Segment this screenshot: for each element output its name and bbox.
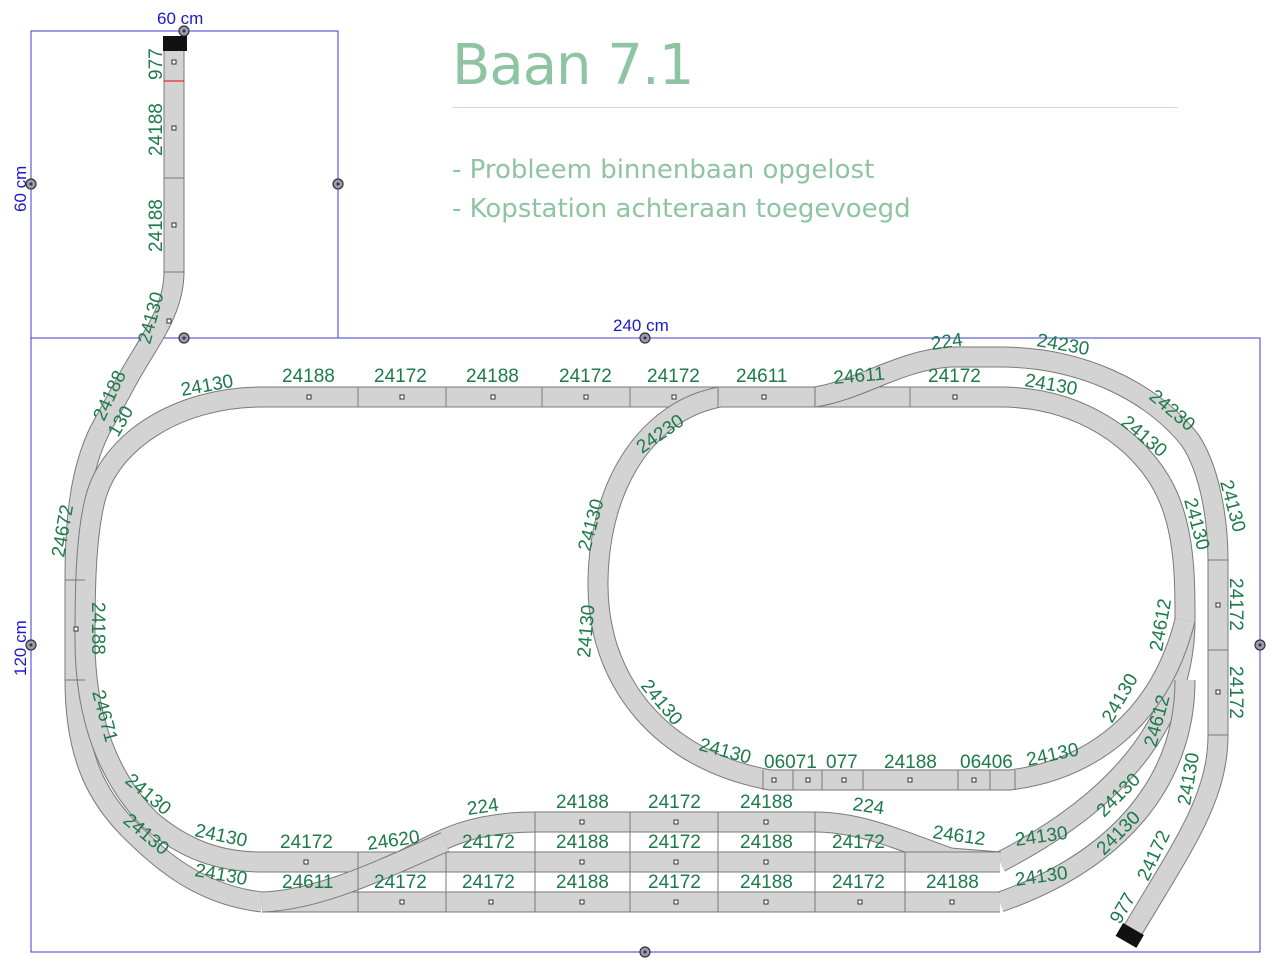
track-label: 24130 — [1014, 823, 1069, 851]
track-label: 24172 — [648, 872, 701, 893]
note-line: - Probleem binnenbaan opgelost — [452, 155, 875, 185]
track-label: 24172 — [648, 792, 701, 813]
track-label: 24172 — [928, 366, 981, 387]
title-divider — [452, 107, 1178, 108]
dimension-handles[interactable] — [25, 25, 1266, 958]
track-joints — [65, 177, 1228, 912]
track-label: 24188 — [87, 602, 108, 655]
dim-small-width: 60 cm — [157, 9, 203, 28]
track-label: 24172 — [280, 832, 333, 853]
track-label: 24188 — [740, 872, 793, 893]
track-label: 24172 — [1225, 666, 1246, 719]
track-label: 24188 — [146, 103, 167, 156]
dim-small-height: 60 cm — [11, 166, 30, 212]
track-label: 24188 — [556, 872, 609, 893]
track-label: 24188 — [556, 792, 609, 813]
track-label: 224 — [930, 330, 965, 355]
track-label: 24188 — [740, 832, 793, 853]
track-label: 224 — [466, 795, 501, 820]
track-label: 06071 — [764, 752, 817, 773]
track-label: 24188 — [556, 832, 609, 853]
buffer-stop-bottom — [1115, 922, 1144, 948]
track-label: 224 — [851, 794, 886, 819]
track-label: 24172 — [1225, 578, 1246, 631]
track-label: 24172 — [374, 366, 427, 387]
title-block: Baan 7.1 - Probleem binnenbaan opgelost … — [452, 30, 1182, 224]
track-label: 24188 — [884, 752, 937, 773]
track-label: 24611 — [736, 366, 787, 387]
track-label: 24130 — [574, 604, 600, 658]
track-label: 24172 — [462, 872, 515, 893]
track-label: 06406 — [960, 752, 1013, 773]
track-label: 24172 — [462, 832, 515, 853]
track-label: 977 — [146, 48, 167, 80]
track-label: 077 — [826, 752, 858, 773]
dim-main-height: 120 cm — [11, 620, 30, 676]
track-label: 24188 — [146, 199, 167, 252]
track-label: 24611 — [833, 364, 886, 389]
track-label: 24172 — [374, 872, 427, 893]
tracks — [64, 45, 1229, 941]
track-label: 24172 — [559, 366, 612, 387]
note-line: - Kopstation achteraan toegevoegd — [452, 194, 911, 224]
track-center-dots — [73, 59, 1221, 905]
track-label: 24188 — [466, 366, 519, 387]
track-label: 24172 — [647, 366, 700, 387]
track-label: 24188 — [740, 792, 793, 813]
page-title: Baan 7.1 — [452, 33, 694, 98]
buffer-stop-top — [163, 36, 187, 51]
dim-main-width: 240 cm — [613, 316, 669, 335]
track-label: 24172 — [648, 832, 701, 853]
track-label: 24188 — [282, 366, 335, 387]
track-label: 24172 — [832, 872, 885, 893]
track-label: 24611 — [282, 872, 333, 893]
track-label: 24188 — [926, 872, 979, 893]
track-label: 24172 — [832, 832, 885, 853]
